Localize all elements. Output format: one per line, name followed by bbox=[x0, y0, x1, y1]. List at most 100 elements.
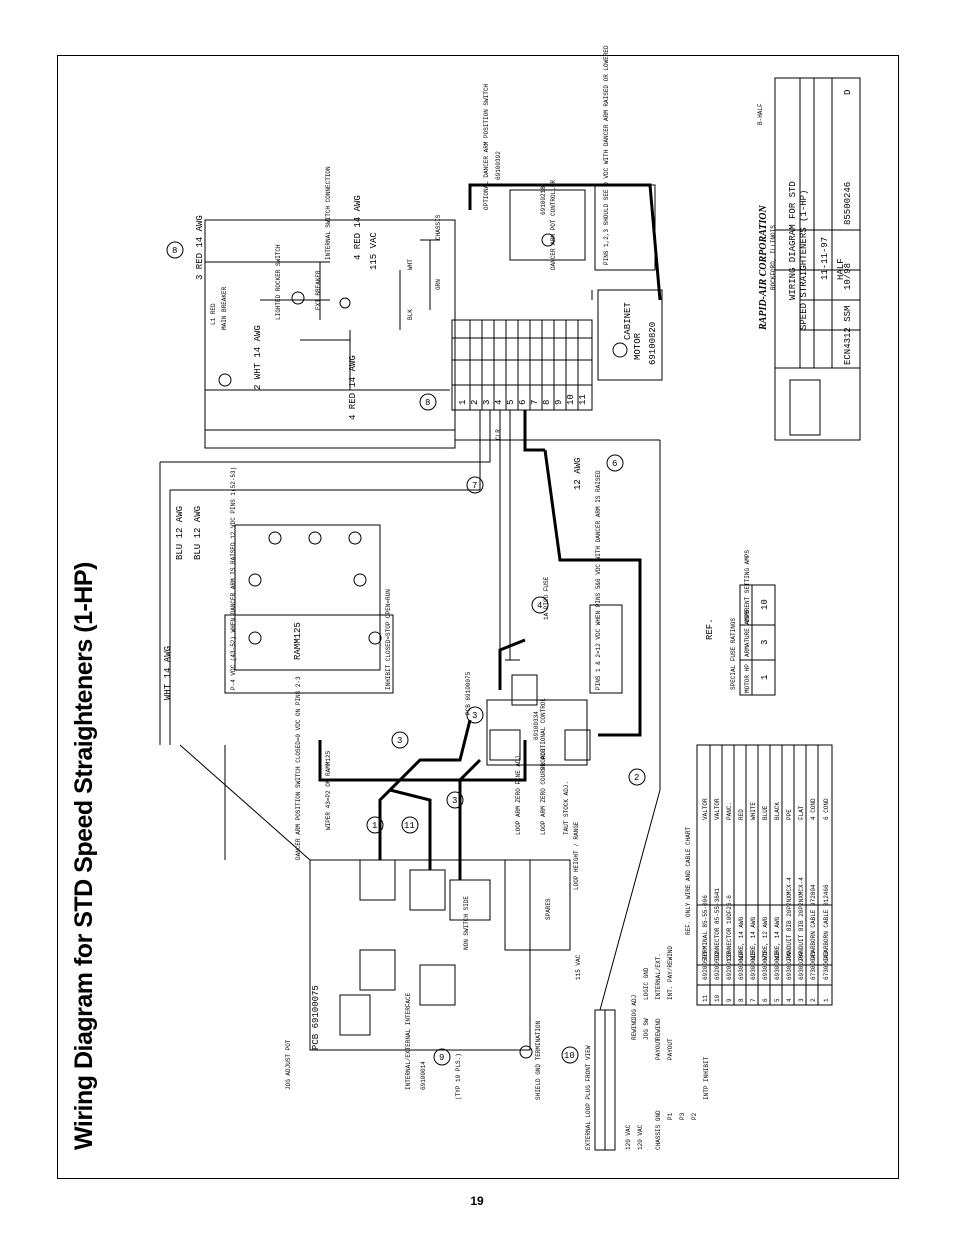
balloon bbox=[401, 816, 419, 834]
wire-l1-red: L1 RED bbox=[210, 303, 217, 325]
pin-13: JOG ADJ bbox=[631, 995, 638, 1020]
internal-switch-label: INTERNAL SWITCH CONNECTION bbox=[325, 166, 332, 260]
balloons: 8 8 7 6 4 3 3 3 1 11 2 9 10 bbox=[166, 241, 646, 1066]
ref-label: REF. bbox=[705, 618, 715, 640]
svg-text:67300042: 67300042 bbox=[823, 951, 830, 980]
svg-text:PANDUIT 8IB 20P2NXMCX-4: PANDUIT 8IB 20P2NXMCX-4 bbox=[798, 877, 805, 960]
pin-16: INT. PAY/REWIND bbox=[667, 946, 674, 1000]
svg-text:WIRE, 14 AWG: WIRE, 14 AWG bbox=[750, 916, 757, 960]
dancer-switch-label: OPTIONAL DANCER ARM POSITION SWITCH bbox=[483, 84, 490, 210]
svg-text:69300071: 69300071 bbox=[762, 951, 769, 980]
fuse-label: 1A PICO FUSE bbox=[543, 576, 550, 620]
interface-label: INTERNAL/EXTERNAL INTERFACE bbox=[405, 992, 412, 1090]
svg-text:PPE: PPE bbox=[786, 809, 793, 820]
note-dc: P-4 VDC (43-52) WHEN DANCER ARM IS RAISE… bbox=[230, 467, 237, 690]
non-switch-label: NON SWITCH SIDE bbox=[463, 896, 470, 950]
balloon bbox=[446, 791, 464, 809]
svg-text:9: 9 bbox=[726, 998, 733, 1002]
tb-label-1: 1 bbox=[458, 400, 468, 405]
lighted-rocker-label: LIGHTED ROCKER SWITCH bbox=[275, 244, 282, 320]
svg-text:69300209: 69300209 bbox=[786, 951, 793, 980]
tb-label-3: 3 bbox=[482, 400, 492, 405]
svg-text:67300041: 67300041 bbox=[810, 951, 817, 980]
pin-2: 120 VAC bbox=[637, 1124, 644, 1150]
page-number: 19 bbox=[470, 1194, 484, 1208]
tb-label-8: 8 bbox=[542, 400, 552, 405]
wire-chart-row: 6 69300071 WIRE, 12 AWG BLUE bbox=[762, 805, 769, 1002]
tb-label-11: 11 bbox=[578, 394, 588, 405]
ext-plug-label: EXTERNAL LOOP PLUG FRONT VIEW bbox=[585, 1045, 592, 1150]
svg-text:8: 8 bbox=[172, 246, 177, 256]
wire-cable-chart: REF. ONLY WIRE AND CABLE CHART 11 692005… bbox=[685, 744, 833, 1006]
svg-text:4 COND: 4 COND bbox=[810, 798, 817, 820]
prop-pcb-pn: PCB 69100075 bbox=[465, 671, 472, 715]
balloon bbox=[366, 816, 384, 834]
tb-label-10: 10 bbox=[566, 394, 576, 405]
svg-text:3: 3 bbox=[397, 736, 402, 746]
balloon bbox=[391, 731, 409, 749]
wire-blu-12-b: BLU 12 AWG bbox=[193, 506, 203, 560]
wire-grn: GRN bbox=[435, 279, 442, 290]
svg-text:1: 1 bbox=[823, 998, 830, 1002]
ref-table-title: SPECIAL FUSE RATINGS bbox=[730, 618, 737, 690]
svg-text:CONNECTOR 85-55-3641: CONNECTOR 85-55-3641 bbox=[714, 888, 721, 960]
tb-label-5: 5 bbox=[506, 400, 516, 405]
svg-text:WHITE: WHITE bbox=[750, 802, 757, 820]
spares-label: SPARES bbox=[545, 898, 552, 920]
chassis-label: CHASSIS bbox=[435, 214, 442, 240]
svg-text:BLACK: BLACK bbox=[774, 802, 781, 820]
drawing-size: B-HALF bbox=[757, 103, 764, 125]
svg-text:4: 4 bbox=[537, 601, 542, 611]
svg-text:11: 11 bbox=[404, 821, 415, 831]
svg-text:9: 9 bbox=[439, 1053, 444, 1063]
svg-text:69300018: 69300018 bbox=[774, 951, 781, 980]
svg-text:DEARBORN CABLE 012466: DEARBORN CABLE 012466 bbox=[823, 884, 830, 960]
ref-val-hp: 1 bbox=[760, 675, 770, 680]
svg-text:10: 10 bbox=[714, 994, 721, 1002]
svg-text:7: 7 bbox=[750, 998, 757, 1002]
ecn-number: ECN4312 SSM bbox=[843, 306, 853, 365]
wire-12-awg: 12 AWG bbox=[573, 458, 583, 490]
wire-wht-14: WHT 14 AWG bbox=[163, 646, 173, 700]
svg-text:WIRE, 14 AWG: WIRE, 14 AWG bbox=[738, 916, 745, 960]
pin-1: 120 VAC bbox=[625, 1124, 632, 1150]
tb-label-9: 9 bbox=[554, 400, 564, 405]
wire-chart-row: 1 67300042 DEARBORN CABLE 012466 6 COND bbox=[823, 798, 830, 1002]
dancer-controller-label: DANCER ARM POT CONTROLLER bbox=[550, 180, 557, 270]
svg-text:TERMINAL 85-55-006: TERMINAL 85-55-006 bbox=[702, 895, 709, 960]
connecting-wires bbox=[159, 410, 661, 1011]
drawing-date: 11-11-97 bbox=[820, 237, 830, 280]
wire-chart-row: 9 69200135 CONNECTOR 10DF26-6 PANC. bbox=[726, 802, 733, 1002]
svg-text:4: 4 bbox=[786, 998, 793, 1002]
wire-chart-row: 11 69200501 TERMINAL 85-55-006 VALTOR bbox=[702, 798, 709, 1002]
vac-115-label: 115 VAC bbox=[369, 232, 379, 270]
prop-control-label: PROPORTIONAL CONTROL bbox=[540, 698, 547, 770]
wire-wht: WHT bbox=[407, 259, 414, 270]
balloon bbox=[419, 393, 437, 411]
wire-2-wht: 2 WHT 14 AWG bbox=[253, 325, 263, 390]
svg-text:PANC.: PANC. bbox=[726, 802, 733, 820]
wire-4-red: 4 RED 14 AWG bbox=[348, 355, 358, 420]
terminal-strip: 1 2 3 4 5 6 7 8 9 10 11 CLR bbox=[451, 290, 593, 440]
svg-text:5: 5 bbox=[774, 998, 781, 1002]
pin-7: INTP INHIBIT bbox=[703, 1056, 710, 1100]
proportional-section: PROPORTIONAL CONTROL 69100334 1A PICO FU… bbox=[465, 449, 642, 835]
wire-4-red-14: 4 RED 14 AWG bbox=[353, 195, 363, 260]
tb-label-6: 6 bbox=[518, 400, 528, 405]
wire-3-red: 3 RED 14 AWG bbox=[195, 215, 205, 280]
inhibit-label: INHIBIT CLOSED=STOP OPEN=RUN bbox=[385, 589, 392, 690]
wire-chart-title: REF. ONLY WIRE AND CABLE CHART bbox=[685, 827, 692, 935]
ecn-date: 10/98 bbox=[843, 263, 853, 290]
svg-text:WIRE, 14 AWG: WIRE, 14 AWG bbox=[774, 916, 781, 960]
wire-clr: CLR bbox=[495, 429, 502, 440]
external-plug: EXTERNAL LOOP PLUG FRONT VIEW 120 VAC 12… bbox=[585, 946, 710, 1151]
balloon bbox=[628, 768, 646, 786]
note-pins: PINS 1,2,3 SHOULD SEE 0 VDC WITH DANCER … bbox=[603, 45, 610, 265]
pin-3: CHASSIS GND bbox=[655, 1110, 662, 1150]
svg-text:69300014: 69300014 bbox=[738, 951, 745, 980]
svg-text:69300015: 69300015 bbox=[750, 951, 757, 980]
balloon bbox=[466, 476, 484, 494]
ref-header-arm: ARMATURE AMPS bbox=[744, 610, 751, 657]
svg-text:VALTOR: VALTOR bbox=[702, 798, 709, 820]
